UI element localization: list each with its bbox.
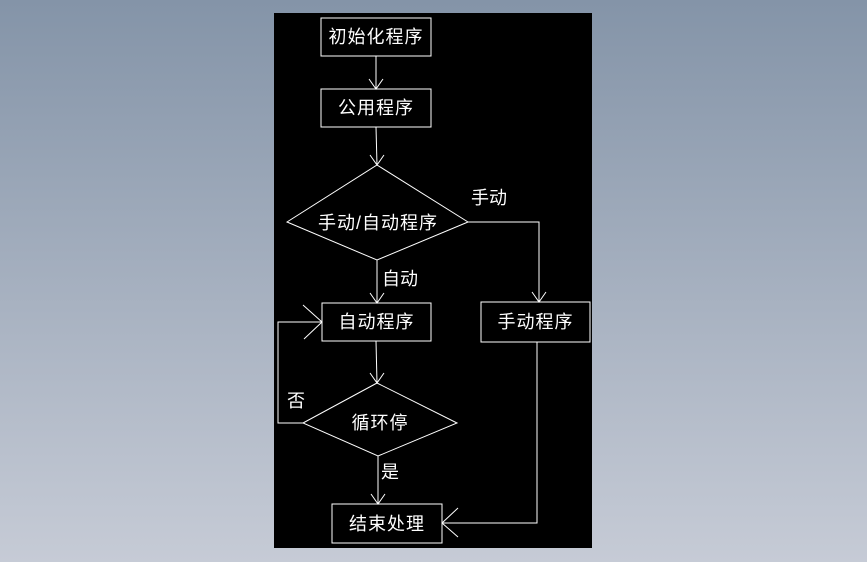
edge-mode-to-manual — [468, 221, 540, 302]
arrowhead-loop-to-end — [370, 493, 386, 505]
arrowhead-mode-to-auto — [369, 292, 385, 304]
init-box-label: 初始化程序 — [328, 27, 424, 47]
branch-label-no: 否 — [287, 391, 305, 411]
arrowhead-init-to-common — [368, 78, 384, 90]
auto-program-box-label: 自动程序 — [338, 312, 415, 332]
manual-program-box-shape — [480, 301, 591, 343]
mode-decision-label: 手动/自动程序 — [317, 213, 438, 233]
branch-label-manual: 手动 — [471, 188, 507, 208]
arrowhead-mode-to-manual — [531, 291, 547, 303]
edge-loop-no-feedback — [277, 321, 322, 424]
end-process-box-label: 结束处理 — [349, 513, 425, 534]
branch-label-yes: 是 — [381, 462, 399, 482]
loop-stop-label: 循环停 — [351, 413, 409, 433]
common-box-label: 公用程序 — [338, 98, 414, 118]
flowchart-drawing — [277, 17, 591, 544]
branch-label-auto: 自动 — [382, 269, 418, 289]
arrowhead-common-to-mode — [369, 154, 385, 166]
arrowhead-manual-to-end — [441, 507, 459, 538]
drawing-canvas: 初始化程序 公用程序 手动/自动程序 自动程序 手动程序 循环停 结束处理 手动… — [274, 13, 592, 548]
arrowhead-auto-to-loop — [369, 372, 385, 384]
edge-common-to-mode — [375, 126, 378, 166]
edge-auto-to-loop — [375, 340, 378, 384]
manual-program-box-label: 手动程序 — [497, 312, 574, 332]
arrowhead-loop-no-feedback — [302, 304, 323, 340]
edge-manual-to-end — [442, 342, 538, 524]
